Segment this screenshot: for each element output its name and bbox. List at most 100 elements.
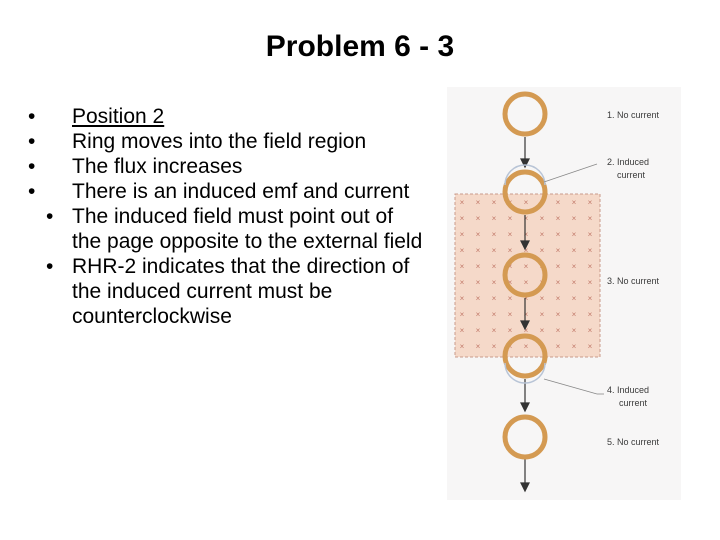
field-x-mark: × — [540, 310, 545, 319]
field-x-mark: × — [524, 342, 529, 351]
field-x-mark: × — [524, 310, 529, 319]
ring-position-3 — [502, 252, 548, 298]
field-x-mark: × — [572, 278, 577, 287]
field-x-mark: × — [476, 278, 481, 287]
field-x-mark: × — [508, 310, 513, 319]
field-x-mark: × — [556, 198, 561, 207]
field-x-mark: × — [540, 246, 545, 255]
bullet-text: Ring moves into the field region — [72, 130, 367, 153]
field-x-mark: × — [556, 278, 561, 287]
slide-title-text: Problem 6 - 3 — [265, 30, 455, 63]
label-position-3: 3. No current — [607, 276, 660, 286]
field-x-mark: × — [524, 278, 529, 287]
arrow-head-icon — [520, 158, 530, 169]
leader-line — [543, 378, 598, 395]
field-x-mark: × — [492, 342, 497, 351]
field-x-mark: × — [540, 214, 545, 223]
rings — [502, 91, 548, 460]
label-position-4: 4. Induced — [607, 385, 649, 395]
field-x-mark: × — [588, 262, 593, 271]
field-x-mark: × — [492, 262, 497, 271]
leader-lines — [543, 163, 604, 395]
field-x-mark: × — [492, 246, 497, 255]
label-position-2: 2. Induced — [607, 157, 649, 167]
field-x-mark: × — [460, 342, 465, 351]
field-x-mark: × — [572, 246, 577, 255]
field-x-mark: × — [572, 214, 577, 223]
field-x-mark: × — [492, 278, 497, 287]
field-x-mark: × — [572, 262, 577, 271]
field-x-mark: × — [588, 230, 593, 239]
field-x-mark: × — [492, 214, 497, 223]
bullet-text: The flux increases — [72, 155, 243, 178]
ring-position-2 — [502, 169, 548, 215]
field-x-mark: × — [572, 342, 577, 351]
field-x-mark: × — [460, 326, 465, 335]
field-x-mark: × — [508, 278, 513, 287]
arrow-head-icon — [520, 320, 530, 331]
field-x-mark: × — [588, 214, 593, 223]
field-x-mark: × — [476, 198, 481, 207]
field-x-mark: × — [460, 310, 465, 319]
field-x-mark: × — [556, 310, 561, 319]
field-x-mark: × — [572, 310, 577, 319]
field-x-mark: × — [476, 246, 481, 255]
bullet-text: RHR-2 indicates that the direction of th… — [72, 255, 410, 328]
field-x-mark: × — [492, 198, 497, 207]
field-x-mark: × — [556, 342, 561, 351]
field-x-mark: × — [588, 342, 593, 351]
field-x-mark: × — [556, 246, 561, 255]
ring-position-1 — [502, 91, 548, 137]
field-x-mark: × — [476, 294, 481, 303]
field-x-mark: × — [540, 294, 545, 303]
field-x-mark: × — [524, 230, 529, 239]
field-x-mark: × — [556, 294, 561, 303]
field-x-mark: × — [476, 326, 481, 335]
bullet-text: The induced field must point out of the … — [72, 205, 423, 253]
field-x-mark: × — [556, 230, 561, 239]
arrow-head-icon — [520, 240, 530, 251]
label-position-1: 1. No current — [607, 110, 660, 120]
field-x-mark: × — [476, 310, 481, 319]
field-x-mark: × — [460, 214, 465, 223]
field-x-mark: × — [588, 278, 593, 287]
bullet-item: The flux increases — [28, 154, 428, 179]
field-x-mark: × — [460, 278, 465, 287]
field-x-mark: × — [556, 262, 561, 271]
bullet-text: There is an induced emf and current — [72, 180, 410, 203]
field-x-mark: × — [588, 294, 593, 303]
field-x-mark: × — [524, 294, 529, 303]
field-x-mark: × — [524, 246, 529, 255]
field-x-mark: × — [460, 198, 465, 207]
current-arc — [504, 362, 546, 384]
field-x-mark: × — [476, 214, 481, 223]
field-x-mark: × — [492, 294, 497, 303]
field-x-mark: × — [492, 326, 497, 335]
induced-current-arcs — [504, 164, 546, 384]
field-x-mark: × — [508, 294, 513, 303]
field-x-mark: × — [460, 294, 465, 303]
bullet-list: Position 2 Ring moves into the field reg… — [28, 104, 428, 329]
field-x-mark: × — [460, 230, 465, 239]
bullet-item: There is an induced emf and current — [28, 179, 428, 204]
sub-bullet-item: RHR-2 indicates that the direction of th… — [28, 254, 428, 329]
motion-arrows — [520, 137, 530, 493]
field-x-mark: × — [460, 262, 465, 271]
field-x-mark: × — [476, 342, 481, 351]
slide-title: Problem 6 - 3 — [0, 30, 720, 64]
field-x-mark: × — [524, 214, 529, 223]
field-x-mark: × — [588, 310, 593, 319]
field-x-mark: × — [524, 262, 529, 271]
field-x-mark: × — [508, 262, 513, 271]
label-position-4-sub: current — [619, 398, 648, 408]
label-position-5: 5. No current — [607, 437, 660, 447]
field-x-mark: × — [524, 326, 529, 335]
field-x-mark: × — [508, 214, 513, 223]
current-arc — [504, 164, 546, 186]
sub-bullet-item: The induced field must point out of the … — [28, 204, 428, 254]
field-x-mark: × — [508, 326, 513, 335]
field-x-mark: × — [556, 326, 561, 335]
induction-diagram: × × × × × × × × × × × × × × × × × × × × × × × × × × × × × × × × × × × × × × × ×… — [454, 91, 660, 493]
field-x-mark: × — [540, 230, 545, 239]
field-x-mark: × — [524, 198, 529, 207]
